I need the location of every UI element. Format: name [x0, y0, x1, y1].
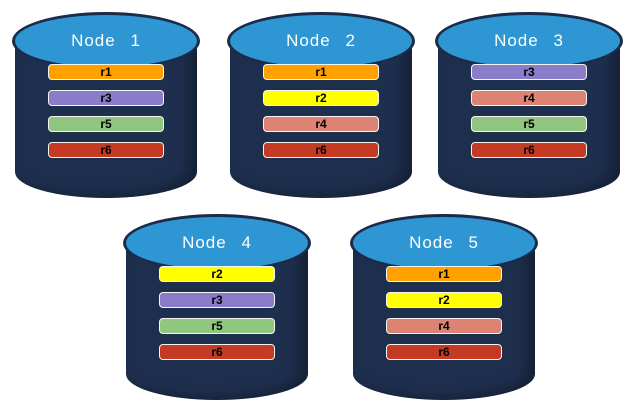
replica-bar-r4: r4: [386, 318, 502, 334]
node-cylinder-2: Node 2 r1 r2 r4 r6: [226, 12, 416, 200]
node-title: Node 2: [286, 31, 356, 50]
replica-bar-r2: r2: [386, 292, 502, 308]
replica-bar-r3: r3: [159, 292, 275, 308]
replica-list: r2 r3 r5 r6: [122, 266, 312, 360]
replica-bar-r5: r5: [159, 318, 275, 334]
replica-bar-r3: r3: [471, 64, 587, 80]
replica-list: r1 r3 r5 r6: [11, 64, 201, 158]
node-cylinder-5: Node 5 r1 r2 r4 r6: [349, 214, 539, 402]
cylinder-top: Node 4: [123, 214, 311, 272]
node-title: Node 1: [71, 31, 141, 50]
replica-bar-r4: r4: [263, 116, 379, 132]
replica-bar-r2: r2: [159, 266, 275, 282]
cylinder-top: Node 2: [227, 12, 415, 70]
replica-bar-r6: r6: [263, 142, 379, 158]
node-cylinder-1: Node 1 r1 r3 r5 r6: [11, 12, 201, 200]
replica-bar-r1: r1: [386, 266, 502, 282]
replica-bar-r5: r5: [471, 116, 587, 132]
replica-list: r1 r2 r4 r6: [226, 64, 416, 158]
replica-bar-r6: r6: [159, 344, 275, 360]
replica-bar-r1: r1: [263, 64, 379, 80]
replica-bar-r6: r6: [386, 344, 502, 360]
node-cylinder-3: Node 3 r3 r4 r5 r6: [434, 12, 624, 200]
replica-bar-r4: r4: [471, 90, 587, 106]
replica-bar-r3: r3: [48, 90, 164, 106]
replica-bar-r6: r6: [471, 142, 587, 158]
replica-bar-r5: r5: [48, 116, 164, 132]
replica-bar-r2: r2: [263, 90, 379, 106]
replica-bar-r1: r1: [48, 64, 164, 80]
replica-list: r3 r4 r5 r6: [434, 64, 624, 158]
cylinder-top: Node 1: [12, 12, 200, 70]
node-title: Node 3: [494, 31, 564, 50]
node-title: Node 4: [182, 233, 252, 252]
cylinder-top: Node 5: [350, 214, 538, 272]
node-cylinder-4: Node 4 r2 r3 r5 r6: [122, 214, 312, 402]
replica-list: r1 r2 r4 r6: [349, 266, 539, 360]
replica-bar-r6: r6: [48, 142, 164, 158]
node-title: Node 5: [409, 233, 479, 252]
cylinder-top: Node 3: [435, 12, 623, 70]
